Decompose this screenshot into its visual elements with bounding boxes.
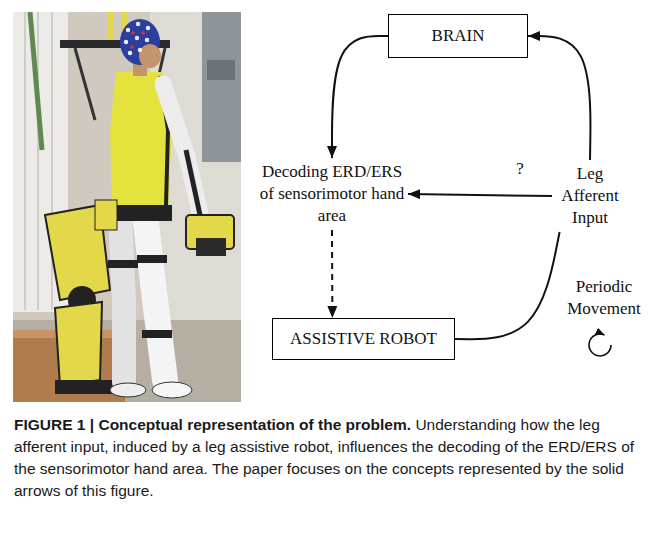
face [139,44,161,68]
cycle-symbol [589,334,611,356]
cabinet [202,12,241,162]
text-node: Decoding ERD/ERS of sensorimotor hand ar… [256,158,408,230]
edge-label: ? [513,158,527,180]
electrodes [135,36,139,40]
leg-strap [137,255,167,263]
photo-scene [13,12,241,402]
electrodes [141,31,145,35]
connector-arrow [408,194,552,196]
electrodes [130,31,145,49]
annotation-label: Periodic Movement [561,276,647,320]
handle [196,238,226,256]
electrodes [126,28,130,32]
connector-arrow [332,36,388,158]
leg [145,215,165,380]
electrodes [145,38,149,42]
exoskeleton-foot [55,380,113,394]
strap [30,12,42,150]
curtain-fold [25,12,52,310]
text-node: Leg Afferent Input [552,160,628,232]
node-text: Leg Afferent Input [554,163,626,229]
leg-strap [108,260,138,268]
leg-strap [142,330,172,338]
connector-arrow [331,230,333,318]
leg [120,215,124,382]
shoe [152,382,192,398]
node-text: ASSISTIVE ROBOT [290,328,437,350]
shoe [110,383,146,397]
process-box: BRAIN [388,14,528,58]
cabinet [207,60,235,80]
electrodes [124,40,128,44]
process-box: ASSISTIVE ROBOT [272,318,455,360]
belt [110,205,172,221]
electrodes [136,22,140,26]
electrodes [124,22,150,55]
electrodes [131,31,135,35]
arm [163,84,202,222]
node-text: BRAIN [432,25,485,47]
electrodes [138,48,142,52]
connector-arrow [455,232,560,339]
exoskeleton [95,200,117,230]
node-text: Decoding ERD/ERS of sensorimotor hand ar… [258,161,406,227]
caption-block: FIGURE 1 | Conceptual representation of … [14,414,650,502]
wall [13,12,241,402]
exoskeleton [55,302,102,386]
figure-title: FIGURE 1 | Conceptual representation of … [14,416,411,433]
connector-arrow [528,36,590,160]
electrodes [128,51,132,55]
sleeve-stripe [186,150,200,215]
electrodes [130,45,134,49]
electrodes [146,26,150,30]
